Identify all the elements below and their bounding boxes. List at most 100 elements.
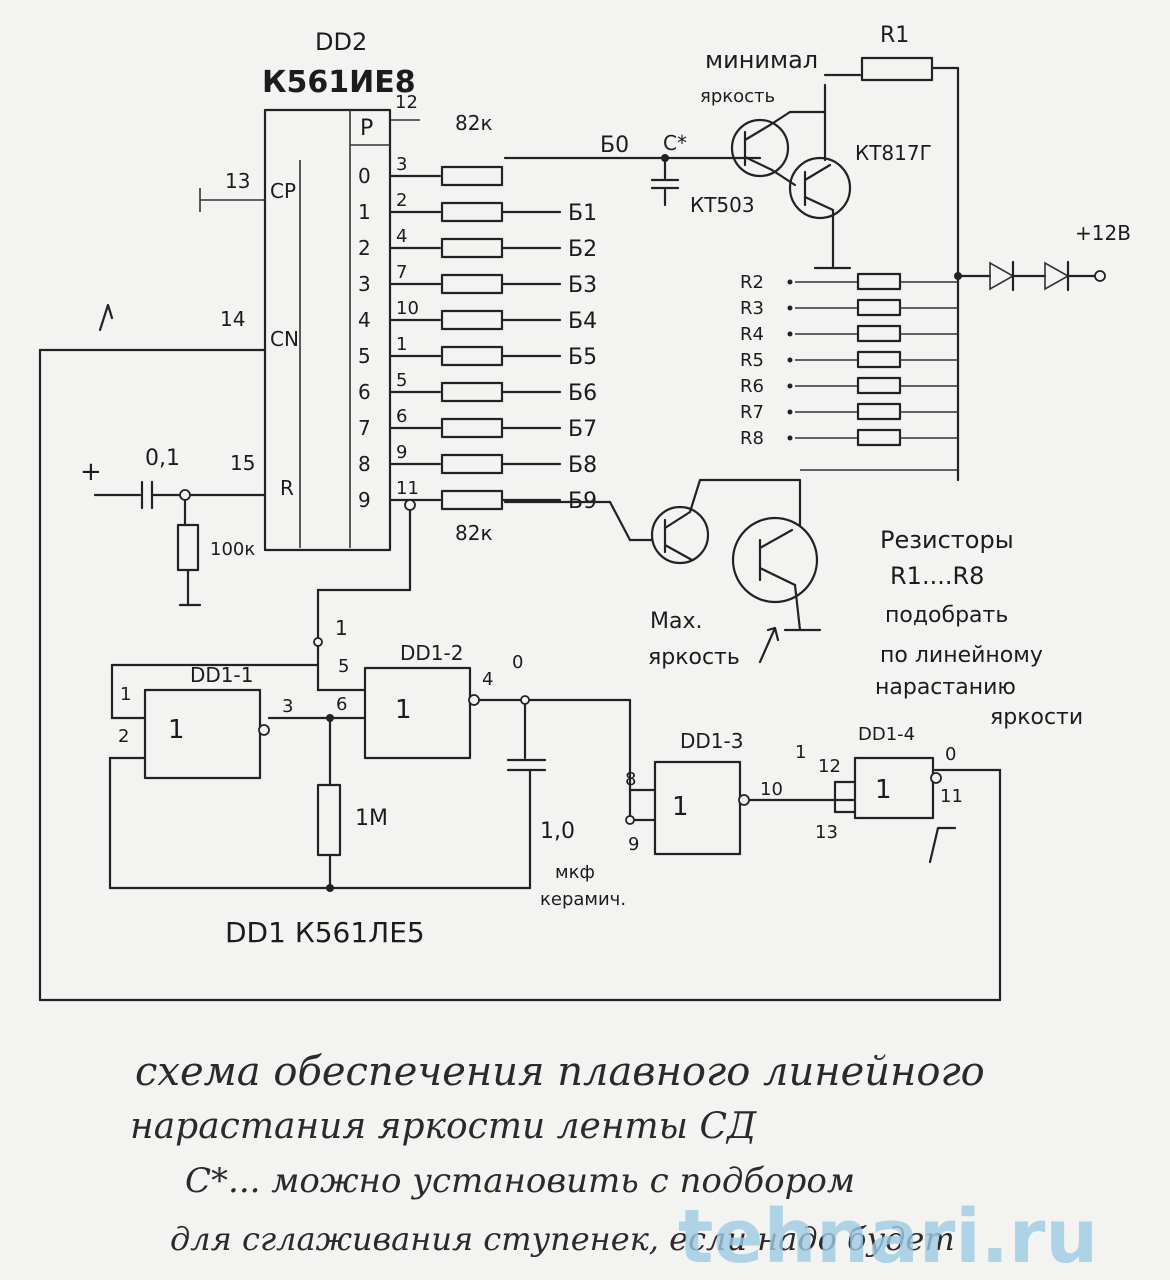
dd2-output-1: 1 [358, 200, 371, 224]
cap-01: 0,1 [145, 446, 180, 471]
dd2-pin-5: 1 [396, 334, 407, 355]
cap-mkf-label: мкф [555, 862, 595, 883]
ladder-node-4 [787, 331, 793, 337]
ladder-node-6 [787, 383, 793, 389]
bus-label-3: Б3 [568, 273, 597, 298]
resistor-82k-3 [440, 273, 504, 295]
res-1m-label: 1М [355, 806, 388, 831]
dd1-pin5: 5 [338, 656, 349, 677]
dd2-name: DD2 [315, 28, 367, 56]
ladder-node-2 [787, 279, 793, 285]
dd1-pin8: 8 [625, 769, 636, 790]
caption-line-3: С*... можно установить с подбором [185, 1161, 855, 1201]
dd2-output-9: 9 [358, 488, 371, 512]
gate-dd1-1-title: DD1-1 [190, 663, 253, 687]
bus-label-6: Б6 [568, 381, 597, 406]
dd2-output-0: 0 [358, 164, 371, 188]
dd1-pin3: 3 [282, 696, 293, 717]
label-max: Мах. [650, 609, 702, 634]
dd2-pin-4: 10 [396, 298, 419, 319]
res-100k-label: 100к [210, 539, 255, 560]
dd2-pin-8: 9 [396, 442, 407, 463]
ladder-node-8 [787, 435, 793, 441]
gate-dd1-2 [363, 666, 472, 760]
caption: схема обеспечения плавного линейного нар… [130, 1049, 985, 1258]
bus-label-5: Б5 [568, 345, 597, 370]
dd2-output-2: 2 [358, 236, 371, 260]
caption-line-4: для сглаживания ступенек, если надо буде… [170, 1220, 955, 1258]
ladder-node-7 [787, 409, 793, 415]
dd1-title: DD1 К561ЛЕ5 [225, 916, 425, 949]
dd1-node-0b: 0 [945, 744, 956, 765]
ladder-node-5 [787, 357, 793, 363]
ladder-label-r2: R2 [740, 272, 764, 293]
note-narast: нарастанию [875, 675, 1016, 700]
gate-dd1-4-title: DD1-4 [858, 724, 915, 745]
bus-label-7: Б7 [568, 417, 597, 442]
resistor-note: Резисторы R1....R8 подобрать по линейном… [875, 526, 1083, 730]
label-min-2: яркость [700, 86, 775, 107]
dd2-cp: CP [270, 179, 296, 203]
caption-line-2: нарастания яркости ленты СД [130, 1106, 757, 1147]
label-kt503: КТ503 [690, 193, 755, 217]
dd2-output-8: 8 [358, 452, 371, 476]
transistor-kt817 [788, 156, 852, 220]
reset-network: + 0,1 100к [80, 446, 267, 607]
label-min: минимал [705, 46, 818, 74]
gate-dd1-3 [653, 760, 742, 856]
ladder-node-3 [787, 305, 793, 311]
diode-2 [1044, 260, 1070, 292]
cap-plus: + [80, 457, 102, 487]
dd1-pin1: 1 [120, 684, 131, 705]
dd2-pin-1: 2 [396, 190, 407, 211]
ladder-label-r7: R7 [740, 402, 764, 423]
resistor-82k-6 [440, 381, 504, 403]
dd2-r: R [280, 476, 294, 500]
dd2-pin-7: 6 [396, 406, 407, 427]
gate-dd1-1 [143, 688, 262, 780]
dd2-output-4: 4 [358, 308, 371, 332]
gate-dd1-3-title: DD1-3 [680, 729, 743, 753]
dd1-section: DD1-1 1 1 2 3 1М DD1-2 1 5 6 4 0 [108, 641, 963, 949]
res-82k-bottom: 82к [455, 521, 493, 545]
bus-label-0: Б0 [600, 133, 629, 158]
dd2-pin12: 12 [395, 92, 418, 113]
gate-dd1-3-sym: 1 [672, 792, 689, 822]
resistor-82k-2 [440, 237, 504, 259]
watermark: tehnari.ru [678, 1194, 1098, 1280]
ladder-label-r8: R8 [740, 428, 764, 449]
resistor-r1 [860, 56, 934, 82]
dd1-node-1b: 1 [795, 742, 806, 763]
dd1-pin6: 6 [336, 694, 347, 715]
resistor-r2 [856, 272, 902, 291]
label-max-2: яркость [648, 645, 740, 670]
caption-line-1: схема обеспечения плавного линейного [135, 1049, 985, 1095]
power-terminal [1094, 270, 1106, 282]
note-yark: яркости [990, 705, 1083, 730]
ladder-label-r5: R5 [740, 350, 764, 371]
label-r1: R1 [880, 23, 909, 48]
resistor-82k-4 [440, 309, 504, 331]
diode-1 [989, 260, 1015, 292]
resistor-82k-1 [440, 201, 504, 223]
resistor-82k-7 [440, 417, 504, 439]
resistor-r4 [856, 324, 902, 343]
transistor-kt503 [730, 118, 790, 178]
gate-dd1-1-sym: 1 [168, 715, 185, 745]
dd1-pin11: 11 [940, 786, 963, 807]
dd2-output-7: 7 [358, 416, 371, 440]
note-podobrat: подобрать [885, 603, 1008, 628]
dd2-output-6: 6 [358, 380, 371, 404]
note-r1r8: R1....R8 [890, 562, 984, 590]
ladder-label-r6: R6 [740, 376, 764, 397]
note-linear: по линейному [880, 643, 1043, 668]
dd2-pin13: 13 [225, 169, 250, 193]
gate-dd1-2-title: DD1-2 [400, 641, 463, 665]
cap-cstar: С* [663, 131, 687, 155]
